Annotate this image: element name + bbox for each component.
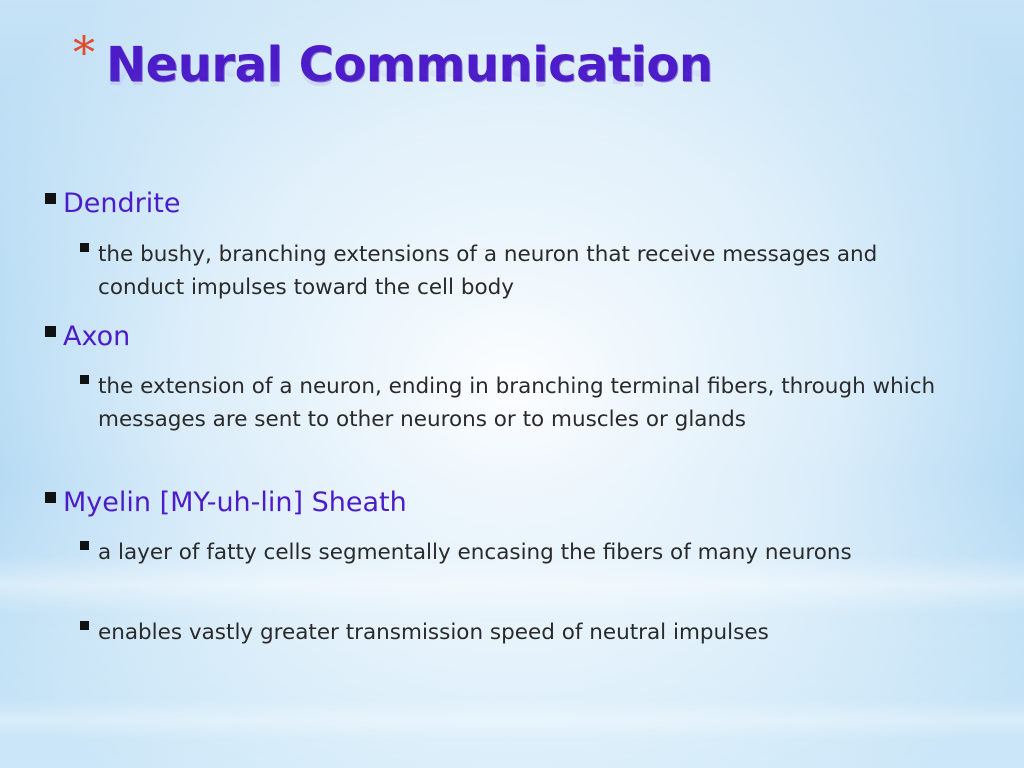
- sub-bullet-text: enables vastly greater transmission spee…: [98, 620, 769, 645]
- square-bullet-icon: [80, 541, 89, 550]
- bullet-myelin-sheath: Myelin [MY-uh-lin] Sheath: [45, 486, 407, 520]
- square-bullet-icon: [80, 243, 89, 252]
- sub-bullet-text: the bushy, branching extensions of a neu…: [98, 242, 878, 300]
- sub-bullet-text: a layer of fatty cells segmentally encas…: [98, 540, 852, 565]
- slide-title-reflection: Neural Communication: [106, 64, 713, 94]
- sub-bullet-axon-definition: the extension of a neuron, ending in bra…: [80, 370, 960, 436]
- title-asterisk-icon: *: [73, 28, 95, 79]
- bullet-heading: Myelin [MY-uh-lin] Sheath: [63, 487, 407, 518]
- sub-bullet-myelin-function: enables vastly greater transmission spee…: [80, 616, 960, 649]
- bullet-heading: Axon: [63, 321, 131, 352]
- sub-bullet-text: the extension of a neuron, ending in bra…: [98, 374, 936, 432]
- square-bullet-icon: [45, 492, 56, 503]
- square-bullet-icon: [45, 326, 56, 337]
- square-bullet-icon: [45, 193, 56, 204]
- square-bullet-icon: [80, 621, 89, 630]
- bullet-dendrite: Dendrite: [45, 187, 180, 221]
- square-bullet-icon: [80, 375, 89, 384]
- bullet-axon: Axon: [45, 320, 130, 354]
- bullet-heading: Dendrite: [63, 188, 181, 219]
- slide-title: Neural Communication: [106, 37, 713, 93]
- sub-bullet-dendrite-definition: the bushy, branching extensions of a neu…: [80, 238, 960, 304]
- sub-bullet-myelin-definition: a layer of fatty cells segmentally encas…: [80, 536, 960, 569]
- background-light-streak: [0, 700, 1024, 740]
